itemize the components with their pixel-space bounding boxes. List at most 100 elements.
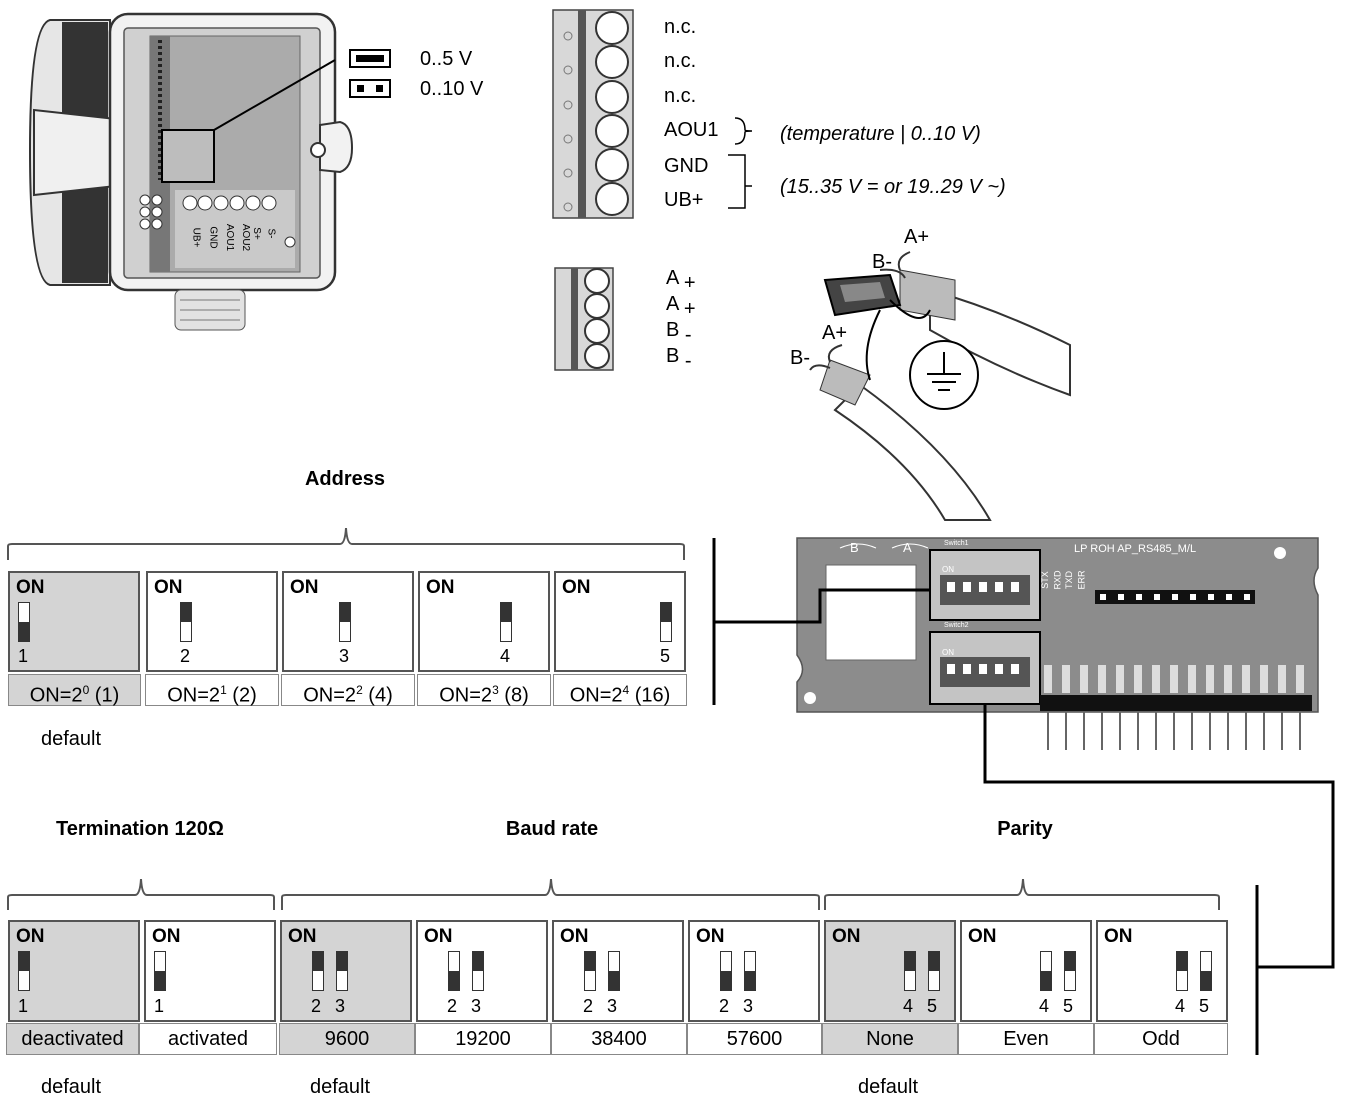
- dip-switch: [928, 951, 940, 991]
- address-dip-3: ON 3: [282, 571, 414, 672]
- rs485-sign-a1: +: [683, 272, 696, 294]
- callout-lines: [712, 538, 1335, 1055]
- parity-title: Parity: [997, 818, 1053, 840]
- address-caption-1: ON=20 (1): [8, 674, 141, 707]
- dip-number: 2: [180, 646, 191, 666]
- dip-switch: [744, 951, 756, 991]
- dip-switch: [18, 602, 30, 642]
- board-label-aou2: AOU2: [240, 223, 252, 252]
- baud-dip-19200: ON 2 3: [416, 920, 548, 1022]
- pin-label-aou1: AOU1: [664, 119, 719, 141]
- rs485-pin-b1: B: [666, 319, 680, 341]
- parity-caption-even: Even: [958, 1023, 1094, 1055]
- dip-number: 3: [339, 646, 350, 666]
- rs485-pin-labels: A + A + B - B -: [666, 268, 696, 372]
- board-label-ub: UB+: [190, 227, 202, 248]
- dip-on-label: ON: [968, 926, 997, 947]
- pcb-label-b: B: [850, 540, 859, 555]
- board-label-s-minus: S-: [265, 228, 277, 239]
- address-caption-4: ON=23 (8): [417, 674, 551, 707]
- dip-on-label: ON: [1104, 926, 1133, 947]
- dip-number: 2: [719, 996, 730, 1016]
- pin-label-nc-3: n.c.: [664, 85, 697, 107]
- dip-number: 3: [471, 996, 482, 1016]
- terminal-block-lower: [554, 267, 614, 371]
- cable-label-a-plus-top: A+: [904, 226, 930, 248]
- dip-switch: [608, 951, 620, 991]
- parity-caption-none: None: [822, 1023, 958, 1055]
- baud-caption-9600: 9600: [279, 1023, 415, 1055]
- address-caption-5: ON=24 (16): [553, 674, 687, 707]
- dip-switch: [1040, 951, 1052, 991]
- dip-switch: [904, 951, 916, 991]
- rs485-sign-b1: -: [684, 324, 692, 346]
- jumper-label-5v: 0..5 V: [420, 48, 473, 70]
- parity-dip-none: ON 4 5: [824, 920, 956, 1022]
- dip-switch: [448, 951, 460, 991]
- jumper-label-10v: 0..10 V: [420, 78, 484, 100]
- dip-switch: [312, 951, 324, 991]
- termination-caption-activated: activated: [139, 1023, 277, 1055]
- pcb-led-txd: TXD: [1064, 571, 1074, 589]
- dip-number: 3: [607, 996, 618, 1016]
- dip-number: 4: [500, 646, 511, 666]
- dip-switch: [1176, 951, 1188, 991]
- dip-switch: [336, 951, 348, 991]
- board-label-s-plus: S+: [250, 227, 262, 240]
- dip-number: 2: [583, 996, 594, 1016]
- dip-switch: [18, 951, 30, 991]
- address-dip-5: ON 5: [554, 571, 686, 672]
- termination-caption-deactivated: deactivated: [6, 1023, 139, 1055]
- dip-number: 5: [1063, 996, 1074, 1016]
- dip-switch: [180, 602, 192, 642]
- dip-number: 3: [743, 996, 754, 1016]
- pin-label-nc-2: n.c.: [664, 50, 697, 72]
- cable-illustration: [809, 251, 1071, 521]
- note-temperature: (temperature | 0..10 V): [780, 123, 981, 145]
- dip-number: 1: [154, 996, 165, 1016]
- dip-switch: [660, 602, 672, 642]
- dip-number: 1: [18, 996, 29, 1016]
- pcb-switch1-on: ON: [942, 565, 954, 574]
- address-title: Address: [304, 468, 386, 490]
- parity-caption-odd: Odd: [1094, 1023, 1228, 1055]
- pcb-label: LP ROH AP_RS485_M/L: [1074, 543, 1197, 555]
- dip-switch: [472, 951, 484, 991]
- rs485-sign-a2: +: [683, 298, 696, 320]
- termination-title: Termination 120Ω: [56, 818, 224, 840]
- dip-on-label: ON: [426, 577, 455, 598]
- address-dip-4: ON 4: [418, 571, 550, 672]
- dip-on-label: ON: [290, 577, 319, 598]
- pcb-label-a: A: [903, 540, 912, 555]
- baud-dip-9600: ON 2 3: [280, 920, 412, 1022]
- pcb-led-rxd: RXD: [1052, 570, 1063, 590]
- note-supply: (15..35 V = or 19..29 V ~): [780, 176, 1006, 198]
- dip-on-label: ON: [154, 577, 183, 598]
- pcb-switch2-label: Switch2: [944, 622, 969, 629]
- dip-number: 5: [1199, 996, 1210, 1016]
- pcb-led-stx: STX: [1039, 571, 1050, 589]
- dip-switch: [500, 602, 512, 642]
- dip-number: 2: [447, 996, 458, 1016]
- dip-on-label: ON: [696, 926, 725, 947]
- terminal-block-upper: [552, 9, 753, 219]
- termination-dip-activated: ON 1: [144, 920, 276, 1022]
- dip-switch: [339, 602, 351, 642]
- dip-switch: [720, 951, 732, 991]
- braces: [7, 527, 1220, 910]
- address-caption-2: ON=21 (2): [145, 674, 279, 707]
- rs485-sign-b2: -: [684, 350, 692, 372]
- address-dip-1: ON 1: [8, 571, 140, 672]
- rs485-pin-a2: A: [666, 293, 679, 315]
- rs485-pin-b2: B: [666, 345, 680, 367]
- board-terminal-labels: UB+ GND AOU1 AOU2 S+ S-: [186, 214, 286, 254]
- dip-number: 1: [18, 646, 29, 666]
- baud-caption-19200: 19200: [415, 1023, 551, 1055]
- pin-label-gnd: GND: [664, 155, 709, 177]
- dip-number: 2: [311, 996, 322, 1016]
- termination-dip-deactivated: ON 1: [8, 920, 140, 1022]
- rs485-pin-a1: A: [666, 267, 679, 289]
- pcb-led-err: ERR: [1076, 570, 1087, 590]
- dip-on-label: ON: [152, 926, 181, 947]
- baud-caption-57600: 57600: [687, 1023, 822, 1055]
